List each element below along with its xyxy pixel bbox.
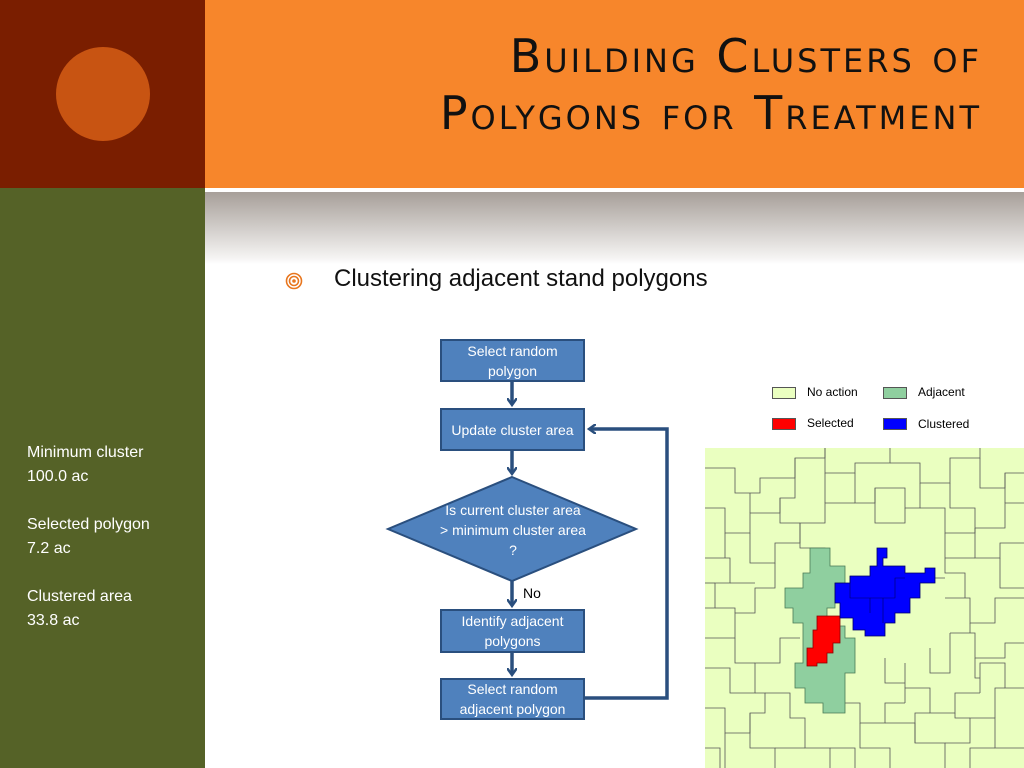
title-line-2: Polygons for Treatment bbox=[439, 86, 982, 140]
divider-line bbox=[205, 188, 1024, 192]
loop-arrow bbox=[585, 429, 669, 700]
title-band bbox=[205, 0, 1024, 188]
legend-adjacent: Adjacent bbox=[918, 385, 965, 399]
clustered-polygons bbox=[834, 547, 936, 637]
legend-swatch-clustered bbox=[883, 418, 907, 430]
legend-no-action: No action bbox=[807, 385, 858, 399]
selected-polygon-value: 7.2 ac bbox=[27, 540, 71, 557]
polygon-map bbox=[705, 448, 1024, 768]
step-select-adjacent: Select random adjacent polygon bbox=[440, 678, 585, 720]
clustered-area-value: 33.8 ac bbox=[27, 612, 80, 629]
legend-swatch-selected bbox=[772, 418, 796, 430]
step-3-label: Identify adjacent polygons bbox=[461, 613, 564, 649]
decision-diamond bbox=[385, 475, 639, 583]
no-label: No bbox=[523, 585, 541, 601]
legend-selected: Selected bbox=[807, 416, 854, 430]
stand-boundaries bbox=[705, 448, 1024, 768]
selected-polygon bbox=[806, 615, 841, 667]
step-identify-adjacent: Identify adjacent polygons bbox=[440, 609, 585, 653]
decorative-circle bbox=[56, 47, 150, 141]
min-cluster-value: 100.0 ac bbox=[27, 468, 89, 485]
legend-clustered: Clustered bbox=[918, 417, 970, 431]
step-2-label: Update cluster area bbox=[451, 421, 574, 438]
step-4-label: Select random adjacent polygon bbox=[459, 681, 566, 717]
legend-swatch-adjacent bbox=[883, 387, 907, 399]
slide-title: Building Clusters of Polygons for Treatm… bbox=[440, 28, 982, 142]
step-select-random-polygon: Select random polygon bbox=[440, 339, 585, 382]
title-line-1: Building Clusters of bbox=[509, 29, 982, 83]
decision-label: Is current cluster area > minimum cluste… bbox=[440, 502, 586, 558]
clustered-boundaries bbox=[849, 576, 905, 623]
sidebar-stats: Minimum cluster 100.0 ac Selected polygo… bbox=[27, 441, 150, 633]
selected-polygon-label: Selected polygon bbox=[27, 516, 150, 533]
step-1-label: Select random polygon bbox=[467, 342, 558, 379]
shadow-band bbox=[205, 192, 1024, 264]
step-update-cluster-area: Update cluster area bbox=[440, 408, 585, 451]
min-cluster-label: Minimum cluster bbox=[27, 444, 144, 461]
circle-bullet-icon bbox=[285, 272, 303, 290]
bullet-text: Clustering adjacent stand polygons bbox=[334, 265, 708, 292]
sidebar bbox=[0, 188, 205, 768]
legend-swatch-no-action bbox=[772, 387, 796, 399]
clustered-area-label: Clustered area bbox=[27, 588, 132, 605]
